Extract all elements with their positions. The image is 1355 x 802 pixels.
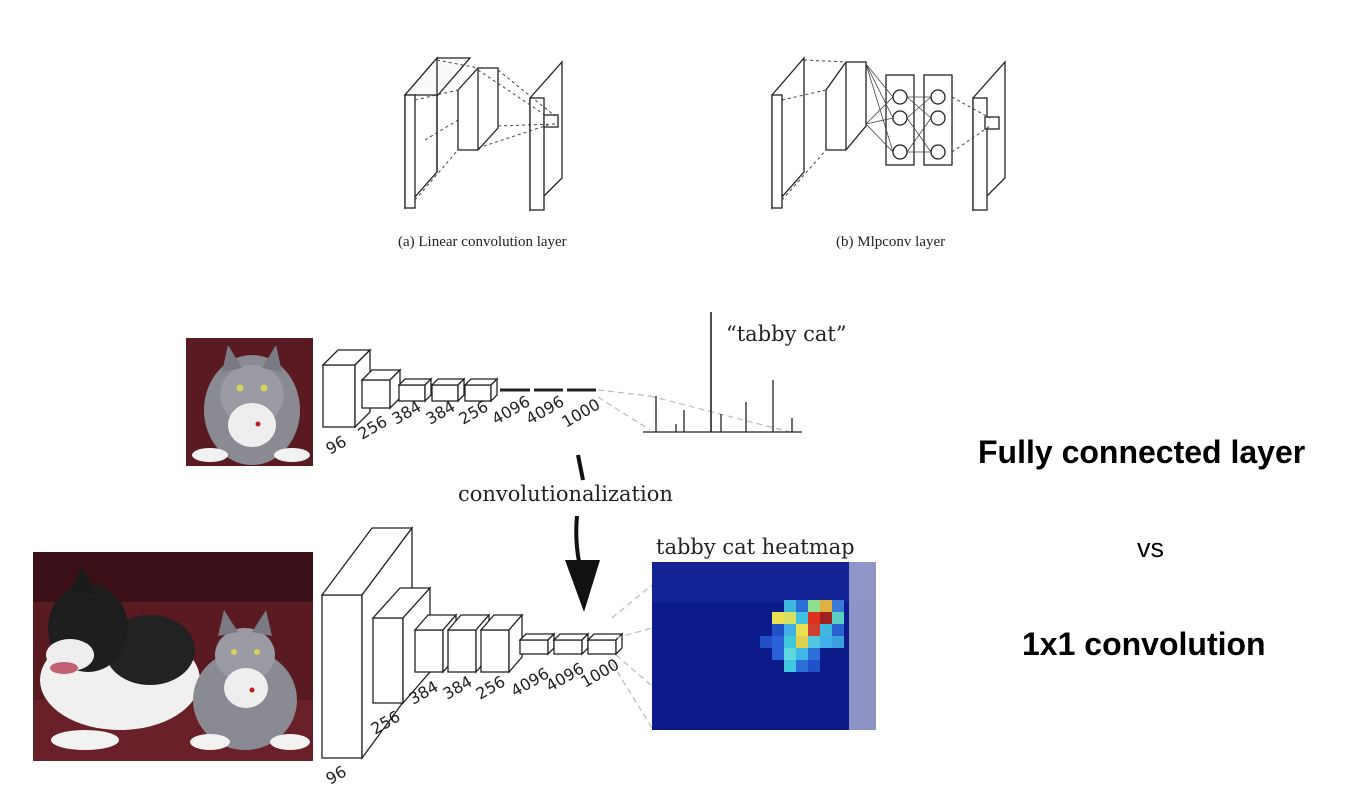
heatmap-cell	[820, 600, 832, 612]
arrow-shaft-top	[576, 454, 585, 481]
heatmap-cell	[832, 636, 844, 648]
heatmap-cell	[784, 636, 796, 648]
heatmap-cell	[796, 636, 808, 648]
heatmap-cell	[784, 612, 796, 624]
convolutionalization-label: convolutionalization	[458, 482, 673, 506]
heatmap-cell	[832, 600, 844, 612]
cls-block-256	[360, 368, 402, 410]
fc-block-4096b	[552, 632, 590, 656]
fc-label-1000: 1000	[578, 655, 623, 692]
cls-label-1000: 1000	[559, 395, 604, 432]
fc-layer-labels: 96 256 384 384 256 4096 4096 1000	[323, 655, 623, 789]
cls-block-384b	[430, 377, 466, 403]
heatmap-cell	[796, 660, 808, 672]
heatmap-cell	[808, 660, 820, 672]
mlp-output-neuron	[984, 116, 1000, 130]
heatmap-cell	[796, 612, 808, 624]
heatmap-cell	[820, 612, 832, 624]
classification-net	[321, 348, 596, 429]
cls-label-4096b: 4096	[523, 392, 568, 429]
fc-block-256b	[479, 613, 524, 674]
heatmap-cell	[772, 648, 784, 660]
tabby-cat-heatmap	[652, 562, 876, 730]
fc-projection-lines	[611, 584, 653, 729]
heatmap-cell	[832, 624, 844, 636]
heatmap-cell	[808, 624, 820, 636]
heatmap-cell	[796, 648, 808, 660]
heatmap-cell	[784, 600, 796, 612]
cls-projection-lines	[597, 389, 791, 433]
class-score-spectrum	[643, 312, 802, 433]
fc-label-256b: 256	[473, 672, 509, 704]
fc-label-384b: 384	[440, 672, 476, 704]
heatmap-cell	[784, 660, 796, 672]
caption-linear-conv: (a) Linear convolution layer	[398, 234, 567, 250]
heatmap-cell	[772, 612, 784, 624]
output-neuron	[543, 114, 559, 128]
input-slab-face	[404, 94, 416, 209]
heatmap-cell	[772, 624, 784, 636]
cls-block-384a	[397, 377, 433, 403]
mlpconv-diagram	[771, 56, 1006, 212]
output-slab-face	[529, 97, 545, 211]
heatmap-title: tabby cat heatmap	[656, 535, 855, 559]
heatmap-cell	[820, 636, 832, 648]
cls-label-96: 96	[323, 432, 350, 459]
heatmap-cell	[832, 612, 844, 624]
fully-connected-layer-label: Fully connected layer	[978, 434, 1306, 470]
heatmap-cell	[820, 624, 832, 636]
heatmap-cell	[808, 612, 820, 624]
fc-block-1000	[586, 632, 624, 656]
linear-conv-diagram	[403, 56, 563, 212]
tabby-cat-label: “tabby cat”	[726, 322, 847, 346]
heatmap-cell	[784, 624, 796, 636]
caption-mlpconv: (b) Mlpconv layer	[836, 234, 945, 250]
fc-block-4096a	[518, 632, 556, 656]
heatmap-cell	[784, 648, 796, 660]
heatmap-cell	[808, 648, 820, 660]
heatmap-cell	[796, 624, 808, 636]
heatmap-cell	[808, 636, 820, 648]
dog-cat-photo	[33, 552, 313, 761]
heatmap-cell	[808, 600, 820, 612]
heatmap-cell	[772, 636, 784, 648]
arrow-head	[565, 560, 600, 612]
heatmap-cells	[760, 600, 844, 672]
cls-block-256b	[463, 377, 499, 403]
fc-label-96: 96	[323, 762, 350, 789]
cat-photo	[186, 338, 313, 466]
vs-label: vs	[1137, 533, 1164, 563]
one-by-one-convolution-label: 1x1 convolution	[1022, 626, 1266, 662]
heatmap-cell	[760, 636, 772, 648]
heatmap-cell	[796, 600, 808, 612]
fully-conv-net	[320, 526, 624, 760]
